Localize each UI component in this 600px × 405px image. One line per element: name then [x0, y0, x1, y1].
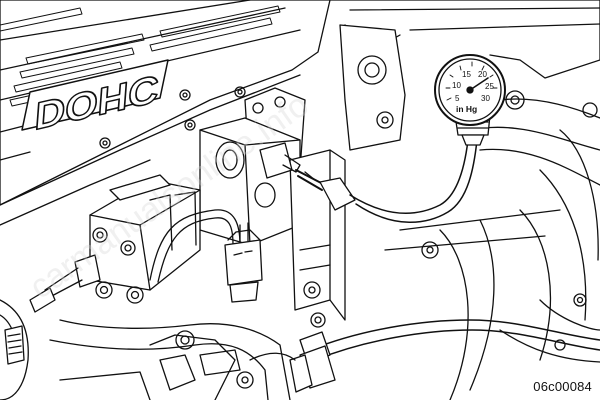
lower-fuel-hose: [249, 319, 600, 393]
solenoid-block: [29, 174, 241, 313]
gauge-label-10: 10: [452, 81, 461, 90]
cover-bolts: [99, 86, 246, 149]
figure-id-label: 06c00084: [533, 379, 592, 394]
gauge-label-30: 30: [481, 94, 490, 103]
valve-cover: DOHC: [0, 0, 331, 226]
vacuum-hose: [319, 139, 478, 223]
gauge-label-20: 20: [478, 70, 487, 79]
intake-manifold: [329, 0, 600, 401]
gauge-label-15: 15: [462, 70, 471, 79]
gauge-unit: in Hg: [456, 104, 477, 114]
vacuum-gauge: 5 10 15 20 25 30 in Hg: [434, 54, 506, 146]
lower-engine-parts: [0, 299, 291, 401]
cover-ribs: [0, 5, 281, 107]
gauge-label-5: 5: [455, 94, 460, 103]
vacuum-port: [259, 142, 326, 191]
gauge-label-25: 25: [485, 82, 494, 91]
sensor-connector: [224, 222, 263, 303]
